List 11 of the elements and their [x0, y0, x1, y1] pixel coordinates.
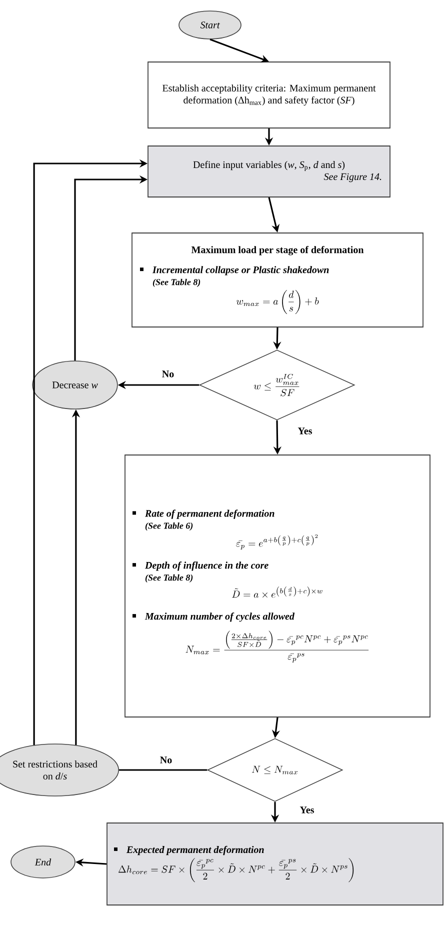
process-box: Maximum load per stage of deformation Incremental collapse or Plastic shakedown (See Table 8) $w_{max} = a\left(\frac{d}{s}\right) + b$ [132, 232, 424, 328]
edge-label: No [160, 370, 176, 378]
edge-label: Yes [298, 806, 316, 814]
edge-label: Yes [296, 426, 314, 436]
end-terminal: End [10, 846, 76, 878]
edge-label: No [158, 756, 174, 764]
start-terminal: Start [178, 10, 242, 40]
process-box: Establish acceptability criteria: Maximum permanent deformation (Δh$_{max}$) and safety factor (SF) [148, 62, 390, 128]
result-box: Expected permanent deformation $\Delta h_{core} = SF \times \left(\frac{\bar{\varepsilon_p}^{pc}}{2}\times\tilde{D}\times N^{pc} + \frac{\bar{\varepsilon_p}^{ps}}{2}\times\tilde{D}\times N^{ps}\right)$ [106, 822, 444, 906]
process-box: Rate of permanent deformation (See Table 6) $\bar{\varepsilon_p} = e^{a+b\left(\frac{q}{p}\right)+c\left(\frac{q}{p}\right)^2}$ Depth of influence in the core (See Table 8) $\tilde{D} = a \times e^{\left(b\left(\frac{d}{s}\right)+c\right)\times w}$ Maximum number of cycles allowed $N_{max} = \frac{\left(\frac{2\times\Delta h_{core}}{SF\times\tilde{D}}\right) - \bar{\varepsilon_p}^{pc}N^{pc} + \bar{\varepsilon_p}^{ps}N^{pc}}{\bar{\varepsilon_p}^{ps}}$ [124, 454, 430, 718]
input-box: Define input variables (w, S$_{p}$, d and s) See Figure 14. [148, 146, 390, 198]
